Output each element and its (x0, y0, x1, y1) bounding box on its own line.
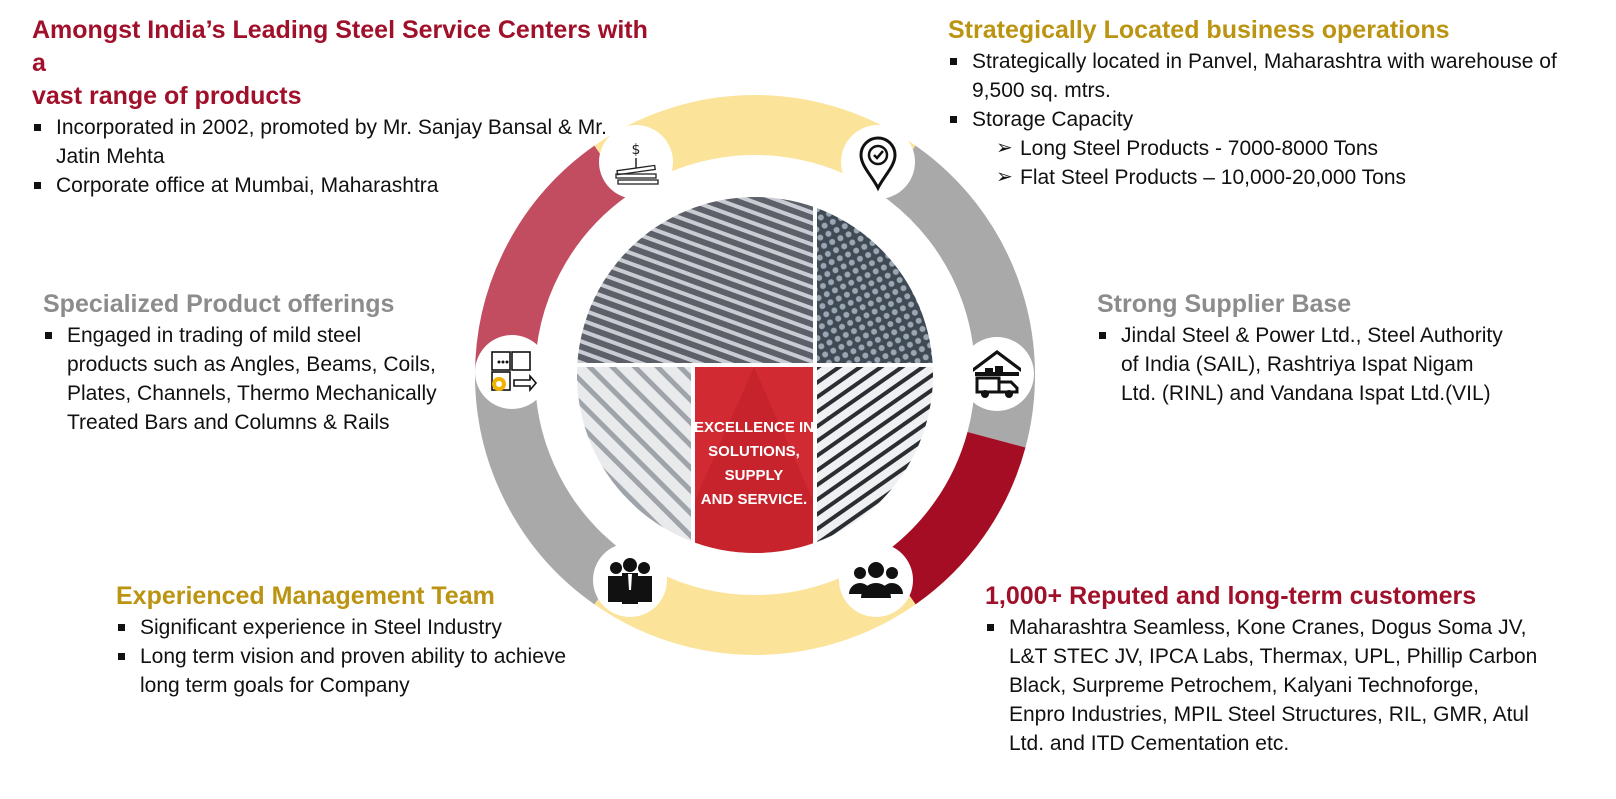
bullet-item: Long term vision and proven ability to a… (116, 642, 596, 700)
section-strategic-location: Strategically Located business operation… (948, 14, 1598, 192)
sub-bullet-item: ➢Long Steel Products - 7000-8000 Tons (996, 137, 1379, 160)
title-line-1: Amongst India’s Leading Steel Service Ce… (32, 16, 648, 77)
bullet-item: Incorporated in 2002, promoted by Mr. Sa… (32, 113, 642, 171)
location-pin-icon (841, 125, 915, 199)
sub-bullet-item: ➢Flat Steel Products – 10,000-20,000 Ton… (996, 166, 1407, 189)
tagline-line-1: EXCELLENCE IN (694, 419, 814, 436)
section-title: Specialized Product offerings (43, 290, 395, 318)
section-title: Amongst India’s Leading Steel Service Ce… (32, 14, 652, 113)
section-title: Experienced Management Team (116, 582, 495, 610)
section-title: Strong Supplier Base (1097, 290, 1352, 318)
bullet-item: Strategically located in Panvel, Maharas… (948, 47, 1568, 105)
section-customers: 1,000+ Reputed and long-term customers M… (985, 580, 1555, 758)
bullet-list: Jindal Steel & Power Ltd., Steel Authori… (1097, 321, 1507, 408)
money-stack-icon: $ (599, 125, 673, 199)
tagline-line-4: AND SERVICE. (701, 491, 807, 508)
tagline-line-2: SOLUTIONS, (708, 443, 800, 460)
bullet-item: Maharashtra Seamless, Kone Cranes, Dogus… (985, 613, 1540, 758)
section-title: 1,000+ Reputed and long-term customers (985, 582, 1477, 610)
puzzle-gear-icon (475, 335, 549, 409)
bullet-item: Jindal Steel & Power Ltd., Steel Authori… (1097, 321, 1507, 408)
bullet-list: Engaged in trading of mild steel product… (43, 321, 443, 437)
sub-bullet-list: ➢Long Steel Products - 7000-8000 Tons ➢F… (948, 134, 1598, 192)
steel-angles-stack-photo (577, 197, 813, 363)
section-supplier-base: Strong Supplier Base Jindal Steel & Powe… (1097, 288, 1527, 408)
bullet-item: Corporate office at Mumbai, Maharashtra (32, 171, 642, 200)
tagline-line-3: SUPPLY (725, 467, 784, 484)
section-title: Strategically Located business operation… (948, 16, 1450, 44)
bullet-list: Incorporated in 2002, promoted by Mr. Sa… (32, 113, 642, 200)
section-product-offerings: Specialized Product offerings Engaged in… (43, 288, 463, 437)
bullet-item: Significant experience in Steel Industry (116, 613, 596, 642)
bullet-list: Strategically located in Panvel, Maharas… (948, 47, 1568, 134)
bullet-list: Significant experience in Steel Industry… (116, 613, 596, 700)
warehouse-truck-icon (960, 337, 1034, 411)
ring-segment-dark-red (880, 431, 1026, 605)
section-leading-service-centers: Amongst India’s Leading Steel Service Ce… (32, 14, 652, 200)
section-management-team: Experienced Management Team Significant … (116, 580, 616, 700)
bullet-list: Maharashtra Seamless, Kone Cranes, Dogus… (985, 613, 1540, 758)
center-photo-collage: EXCELLENCE IN SOLUTIONS, SUPPLY AND SERV… (577, 197, 933, 553)
title-line-2: vast range of products (32, 82, 302, 110)
svg-text:$: $ (632, 142, 641, 158)
bullet-item: Storage Capacity (948, 105, 1568, 134)
management-team-icon (593, 543, 667, 617)
bullet-item: Engaged in trading of mild steel product… (43, 321, 443, 437)
customers-group-icon (839, 543, 913, 617)
